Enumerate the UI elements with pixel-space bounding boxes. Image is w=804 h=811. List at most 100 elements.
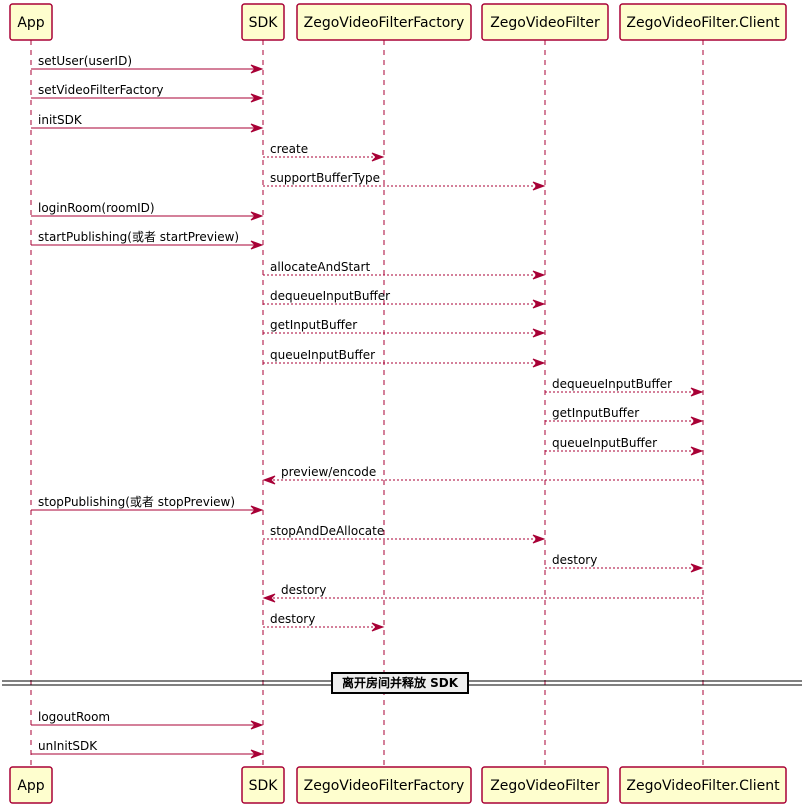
- message-getinputbuffer: getInputBuffer: [545, 406, 704, 426]
- message-label: unInitSDK: [38, 739, 98, 753]
- participant-client-top: ZegoVideoFilter.Client: [619, 3, 787, 41]
- arrowhead-icon: [371, 152, 385, 162]
- lifelines: [30, 40, 704, 767]
- participants-bottom: App SDK ZegoVideoFilterFactory ZegoVideoFil…: [9, 766, 787, 804]
- participant-box: [241, 766, 285, 804]
- message-label: stopPublishing(或者 stopPreview): [38, 495, 235, 509]
- arrowhead-icon: [250, 64, 264, 74]
- arrowhead-icon: [250, 93, 264, 103]
- messages: setUser(userID) setVideoFilterFactory init…: [2, 54, 802, 759]
- message-supportbuffertype: supportBufferType: [263, 171, 546, 191]
- message-label: preview/encode: [281, 465, 376, 479]
- message-destory: destory: [262, 583, 703, 603]
- message-label: create: [270, 142, 308, 156]
- arrowhead-icon: [532, 270, 546, 280]
- message-getinputbuffer: getInputBuffer: [263, 318, 546, 338]
- section-divider: 离开房间并释放 SDK: [2, 672, 802, 694]
- participant-factory-bottom: ZegoVideoFilterFactory: [296, 766, 472, 804]
- message-stoppublishing-stoppreview: stopPublishing(或者 stopPreview): [31, 495, 264, 515]
- arrowhead-icon: [532, 181, 546, 191]
- participant-label: SDK: [249, 778, 279, 794]
- message-label: setUser(userID): [38, 54, 132, 68]
- arrowhead-icon: [262, 475, 276, 485]
- divider-box: [331, 672, 469, 694]
- message-label: stopAndDeAllocate: [270, 524, 384, 538]
- message-setvideofilterfactory: setVideoFilterFactory: [31, 83, 264, 103]
- participants-top: App SDK ZegoVideoFilterFactory ZegoVideoFil…: [9, 3, 787, 41]
- message-label: logoutRoom: [38, 710, 110, 724]
- arrowhead-icon: [532, 299, 546, 309]
- arrowhead-icon: [250, 123, 264, 133]
- message-label: queueInputBuffer: [270, 348, 375, 362]
- message-label: setVideoFilterFactory: [38, 83, 164, 97]
- participant-label: App: [17, 778, 44, 794]
- participant-box: [619, 3, 787, 41]
- participant-box: [296, 3, 472, 41]
- arrowhead-icon: [250, 749, 264, 759]
- message-allocateandstart: allocateAndStart: [263, 260, 546, 280]
- arrowhead-icon: [690, 416, 704, 426]
- message-label: queueInputBuffer: [552, 436, 657, 450]
- message-label: destory: [281, 583, 326, 597]
- participant-box: [619, 766, 787, 804]
- message-destory: destory: [545, 553, 704, 573]
- arrowhead-icon: [532, 358, 546, 368]
- participant-filter-top: ZegoVideoFilter: [481, 3, 609, 41]
- arrowhead-icon: [690, 387, 704, 397]
- message-initsdk: initSDK: [31, 113, 264, 133]
- arrowhead-icon: [250, 240, 264, 250]
- participant-sdk-top: SDK: [241, 3, 285, 41]
- participant-client-bottom: ZegoVideoFilter.Client: [619, 766, 787, 804]
- participant-box: [9, 766, 53, 804]
- message-label: destory: [552, 553, 597, 567]
- message-preview-encode: preview/encode: [262, 465, 703, 485]
- arrowhead-icon: [371, 622, 385, 632]
- arrowhead-icon: [250, 211, 264, 221]
- participant-sdk-bottom: SDK: [241, 766, 285, 804]
- arrowhead-icon: [690, 563, 704, 573]
- participant-app-top: App: [9, 3, 53, 41]
- participant-filter-bottom: ZegoVideoFilter: [481, 766, 609, 804]
- message-label: dequeueInputBuffer: [270, 289, 390, 303]
- participant-box: [481, 3, 609, 41]
- participant-label: ZegoVideoFilter: [490, 15, 600, 31]
- participant-box: [296, 766, 472, 804]
- participant-label: ZegoVideoFilterFactory: [304, 15, 465, 31]
- divider-label: 离开房间并释放 SDK: [342, 675, 459, 690]
- arrowhead-icon: [250, 505, 264, 515]
- message-loginroom-roomid: loginRoom(roomID): [31, 201, 264, 221]
- participant-app-bottom: App: [9, 766, 53, 804]
- participant-label: ZegoVideoFilterFactory: [304, 778, 465, 794]
- participant-factory-top: ZegoVideoFilterFactory: [296, 3, 472, 41]
- arrowhead-icon: [262, 593, 276, 603]
- message-create: create: [263, 142, 385, 162]
- message-label: destory: [270, 612, 315, 626]
- message-queueinputbuffer: queueInputBuffer: [545, 436, 704, 456]
- participant-box: [9, 3, 53, 41]
- message-label: allocateAndStart: [270, 260, 370, 274]
- participant-label: SDK: [249, 15, 279, 31]
- participant-label: ZegoVideoFilter.Client: [626, 15, 780, 31]
- message-queueinputbuffer: queueInputBuffer: [263, 348, 546, 368]
- arrowhead-icon: [532, 328, 546, 338]
- participant-label: ZegoVideoFilter.Client: [626, 778, 780, 794]
- message-label: supportBufferType: [270, 171, 380, 185]
- message-startpublishing-startpreview: startPublishing(或者 startPreview): [31, 230, 264, 250]
- participant-label: App: [17, 15, 44, 31]
- message-logoutroom: logoutRoom: [31, 710, 264, 730]
- message-label: initSDK: [38, 113, 83, 127]
- participant-box: [481, 766, 609, 804]
- message-stopanddeallocate: stopAndDeAllocate: [263, 524, 546, 544]
- message-label: getInputBuffer: [270, 318, 357, 332]
- message-label: getInputBuffer: [552, 406, 639, 420]
- arrowhead-icon: [532, 534, 546, 544]
- participant-label: ZegoVideoFilter: [490, 778, 600, 794]
- arrowhead-icon: [250, 720, 264, 730]
- message-destory: destory: [263, 612, 385, 632]
- message-setuser-userid: setUser(userID): [31, 54, 264, 74]
- message-label: loginRoom(roomID): [38, 201, 155, 215]
- participant-box: [241, 3, 285, 41]
- message-dequeueinputbuffer: dequeueInputBuffer: [263, 289, 546, 309]
- arrowhead-icon: [690, 446, 704, 456]
